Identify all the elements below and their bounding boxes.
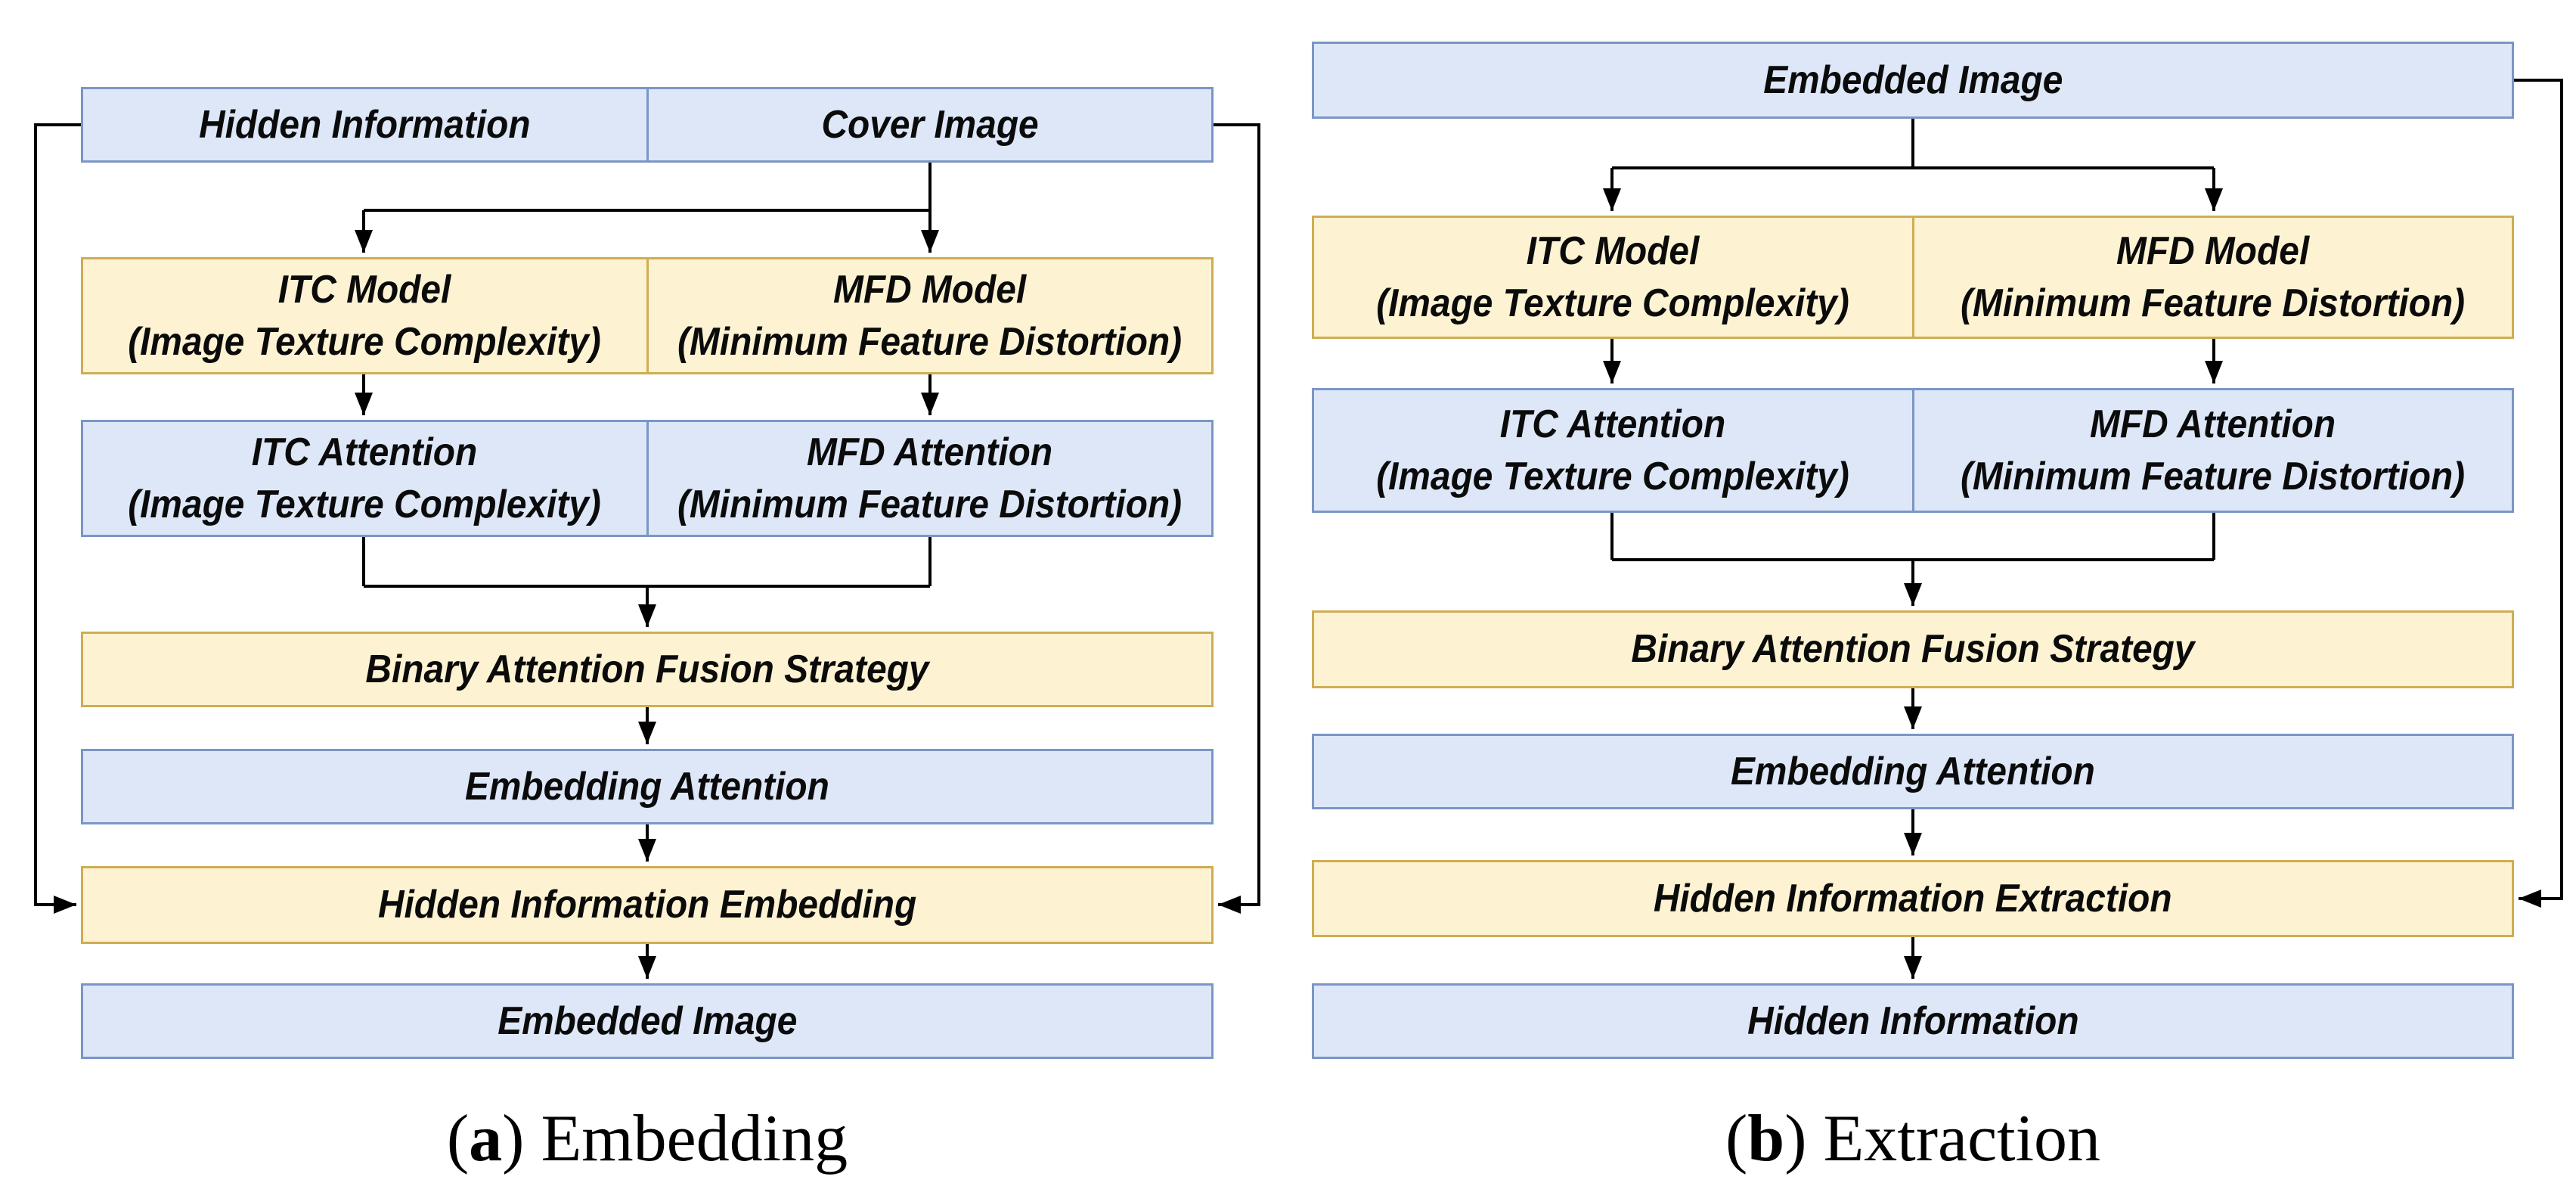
b-fusion-label: Binary Attention Fusion Strategy	[1631, 627, 2195, 672]
b-mfd-model-box: MFD Model (Minimum Feature Distortion)	[1911, 218, 2512, 337]
caption-a-marker: (a)	[446, 1101, 525, 1175]
a-fusion-box: Binary Attention Fusion Strategy	[81, 632, 1214, 707]
b-itc-attention-box: ITC Attention (Image Texture Complexity)	[1314, 390, 1912, 511]
caption-a-text: Embedding	[541, 1101, 848, 1175]
a-itc-attention-box: ITC Attention (Image Texture Complexity)	[83, 422, 646, 535]
a-mfd-model-label: MFD Model (Minimum Feature Distortion)	[677, 267, 1183, 364]
a-fusion-label: Binary Attention Fusion Strategy	[365, 647, 929, 691]
b-itc-model-label: ITC Model (Image Texture Complexity)	[1376, 228, 1850, 325]
a-embedded-image-box: Embedded Image	[81, 983, 1214, 1059]
caption-b: (b) Extraction	[1312, 1093, 2514, 1183]
b-itc-model-box: ITC Model (Image Texture Complexity)	[1314, 218, 1912, 337]
a-mfd-attention-label: MFD Attention (Minimum Feature Distortio…	[677, 430, 1183, 526]
caption-b-marker: (b)	[1725, 1101, 1807, 1175]
caption-a: (a) Embedding	[81, 1093, 1214, 1183]
a-hidden-information-embedding-label: Hidden Information Embedding	[377, 883, 917, 927]
a-embedding-attention-box: Embedding Attention	[81, 749, 1214, 824]
a-attention-row-box: ITC Attention (Image Texture Complexity)…	[81, 420, 1214, 537]
caption-b-text: Extraction	[1823, 1101, 2101, 1175]
a-cover-image-label: Cover Image	[821, 102, 1039, 147]
a-itc-model-box: ITC Model (Image Texture Complexity)	[83, 259, 646, 372]
b-embedding-attention-box: Embedding Attention	[1312, 734, 2514, 809]
a-inputs-box: Hidden Information Cover Image	[81, 87, 1214, 163]
b-embedding-attention-label: Embedding Attention	[1731, 749, 2095, 793]
a-embedded-image-label: Embedded Image	[497, 998, 798, 1043]
a-hidden-information-label: Hidden Information	[198, 102, 531, 147]
b-hidden-information-label: Hidden Information	[1747, 998, 2079, 1043]
b-hidden-information-extraction-box: Hidden Information Extraction	[1312, 860, 2514, 937]
b-fusion-box: Binary Attention Fusion Strategy	[1312, 610, 2514, 688]
b-embedded-image-loop-arrow	[2514, 79, 2563, 908]
a-itc-attention-label: ITC Attention (Image Texture Complexity)	[128, 430, 602, 526]
b-embedded-image-label: Embedded Image	[1762, 57, 2063, 102]
a-embedding-attention-label: Embedding Attention	[465, 764, 829, 809]
a-cover-image-loop-arrow	[1214, 123, 1260, 914]
a-hidden-info-loop-arrow	[34, 123, 81, 914]
b-attention-row-box: ITC Attention (Image Texture Complexity)…	[1312, 388, 2514, 513]
a-itc-model-label: ITC Model (Image Texture Complexity)	[128, 267, 602, 364]
b-hidden-information-extraction-label: Hidden Information Extraction	[1654, 876, 2172, 921]
b-mfd-model-label: MFD Model (Minimum Feature Distortion)	[1961, 228, 2466, 325]
b-itc-attention-label: ITC Attention (Image Texture Complexity)	[1376, 402, 1850, 498]
a-hidden-information-box: Hidden Information	[83, 89, 646, 160]
b-mfd-attention-label: MFD Attention (Minimum Feature Distortio…	[1961, 402, 2466, 498]
b-hidden-information-box: Hidden Information	[1312, 983, 2514, 1059]
a-model-row-box: ITC Model (Image Texture Complexity) MFD…	[81, 257, 1214, 374]
a-cover-image-box: Cover Image	[646, 89, 1212, 160]
b-model-row-box: ITC Model (Image Texture Complexity) MFD…	[1312, 216, 2514, 339]
a-mfd-attention-box: MFD Attention (Minimum Feature Distortio…	[646, 422, 1212, 535]
a-hidden-information-embedding-box: Hidden Information Embedding	[81, 866, 1214, 944]
b-embedded-image-box: Embedded Image	[1312, 42, 2514, 119]
b-mfd-attention-box: MFD Attention (Minimum Feature Distortio…	[1911, 390, 2512, 511]
a-mfd-model-box: MFD Model (Minimum Feature Distortion)	[646, 259, 1212, 372]
